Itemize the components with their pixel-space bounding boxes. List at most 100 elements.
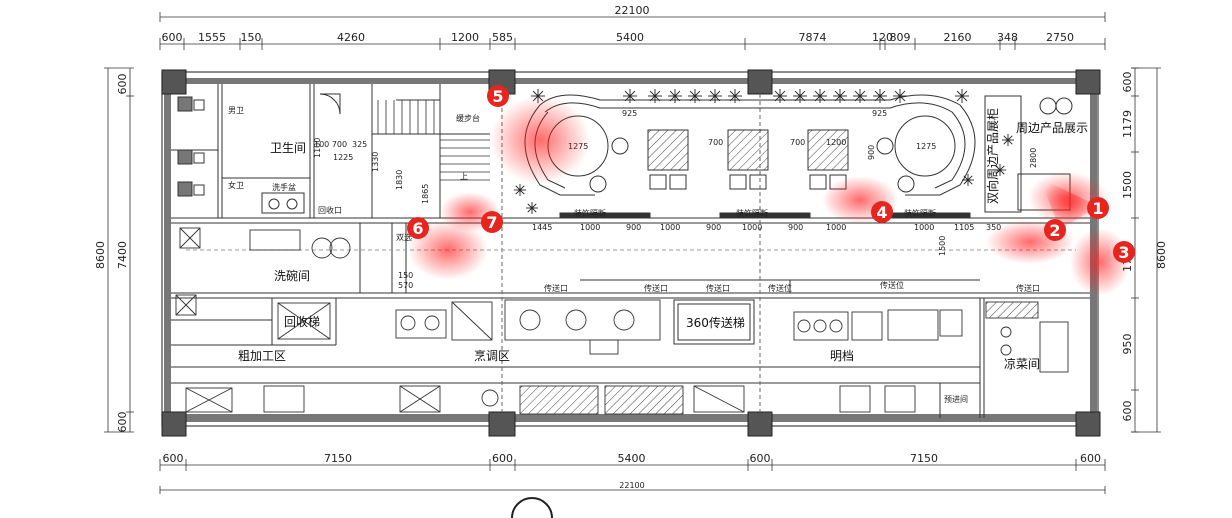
- plant-leaf: [779, 95, 786, 102]
- top-dimension-ticks: [159, 38, 1106, 50]
- plant-leaf: [779, 90, 786, 97]
- structural-columns: [161, 69, 1101, 437]
- plant-leaf: [814, 95, 821, 102]
- dim-1000-d: 1000: [826, 223, 846, 232]
- dim-1225: 1225: [333, 153, 353, 162]
- plant-leaf: [961, 95, 968, 102]
- marker-7: 7: [481, 211, 503, 233]
- label-washbasin: 洗手盆: [272, 182, 296, 192]
- plant-leaf: [734, 95, 741, 102]
- plant-leaf: [963, 175, 969, 181]
- plant-leaf: [899, 90, 906, 97]
- plant-leaf: [629, 90, 636, 97]
- plant-leaf: [834, 90, 841, 97]
- label-pass-position-2: 传送位: [880, 280, 904, 290]
- plant-leaf: [689, 90, 696, 97]
- right-segment-dim: 600: [1121, 72, 1134, 93]
- plant-leaf: [967, 175, 973, 181]
- top-total-dim: 22100: [615, 4, 650, 17]
- plant-leaf: [774, 95, 781, 102]
- plant-leaf: [819, 90, 826, 97]
- marker-3: 3: [1113, 241, 1135, 263]
- dim-1500: 1500: [938, 236, 947, 256]
- top-segment-dim: 1555: [198, 31, 226, 44]
- plant-leaf: [874, 95, 881, 102]
- marker-2-label: 2: [1049, 221, 1060, 240]
- planter-row: [514, 89, 1014, 214]
- marker-4: 4: [871, 201, 893, 223]
- kitchen-equipment: [175, 227, 1069, 415]
- right-dimension-ticks: [1131, 67, 1139, 433]
- dim-900-a: 900: [626, 223, 641, 232]
- restroom-fixtures: [177, 93, 341, 214]
- marker-6-label: 6: [412, 219, 423, 238]
- top-segment-dim: 348: [997, 31, 1018, 44]
- left-inner-dim: 7400: [116, 241, 129, 269]
- plant-leaf: [674, 95, 681, 102]
- label-pre-entry: 预进间: [944, 394, 968, 404]
- top-segment-dim: 809: [890, 31, 911, 44]
- plant-leaf: [654, 90, 661, 97]
- bottom-dimension-ticks: [159, 459, 1106, 471]
- plant-leaf: [537, 90, 544, 97]
- label-return-port: 回收口: [318, 205, 342, 215]
- plant-leaf: [649, 95, 656, 102]
- plant-leaf: [899, 95, 906, 102]
- plant-leaf: [694, 90, 701, 97]
- plant-leaf: [1003, 135, 1009, 141]
- right-segment-dim: 1179: [1121, 110, 1134, 138]
- plant-leaf: [519, 189, 525, 195]
- dim-700-a: 700: [708, 138, 723, 147]
- plant-leaf: [834, 95, 841, 102]
- plant-leaf: [799, 90, 806, 97]
- label-cold-dish: 凉菜间: [1004, 356, 1040, 371]
- marker-5: 5: [487, 85, 509, 107]
- top-segment-dim: 2160: [944, 31, 972, 44]
- marker-1: 1: [1087, 197, 1109, 219]
- label-deco-partition-2: 装饰隔断: [736, 208, 768, 218]
- drawing-title-marker: [511, 497, 553, 518]
- plant-leaf: [854, 95, 861, 102]
- label-restroom: 卫生间: [270, 141, 306, 155]
- plant-leaf: [515, 189, 521, 195]
- label-double-counter: 双选: [396, 232, 412, 242]
- plant-leaf: [669, 95, 676, 102]
- plant-leaf: [839, 95, 846, 102]
- plant-leaf: [629, 95, 636, 102]
- label-return-lift: 回收梯: [284, 315, 320, 329]
- dim-925-left: 925: [622, 109, 637, 118]
- plant-leaf: [1007, 135, 1013, 141]
- top-dimensions: [159, 12, 1106, 45]
- plant-leaf: [999, 169, 1005, 175]
- plant-leaf: [879, 95, 886, 102]
- label-stair-step: 缓步台: [456, 113, 480, 123]
- plant-leaf: [854, 90, 861, 97]
- label-lift-360: 360传送梯: [686, 315, 745, 330]
- plant-leaf: [624, 95, 631, 102]
- left-bottom-dim: 600: [116, 412, 129, 433]
- top-segment-dim: 7874: [799, 31, 827, 44]
- label-open-kitchen: 明档: [830, 349, 854, 363]
- dim-1830: 1830: [395, 170, 404, 190]
- dim-350: 350: [986, 223, 1001, 232]
- label-pass-window-3: 传送口: [706, 283, 730, 293]
- dim-1275-right: 1275: [916, 142, 936, 151]
- dim-1865: 1865: [421, 184, 430, 204]
- room-labels: 卫生间 男卫 女卫 洗手盆 洗碗间 回收梯 粗加工区 烹调区 360传送梯 明档…: [228, 106, 1088, 404]
- plant-leaf: [859, 95, 866, 102]
- plant-leaf: [995, 165, 1001, 171]
- plant-leaf: [654, 95, 661, 102]
- plant-leaf: [894, 95, 901, 102]
- marker-7-label: 7: [486, 213, 497, 232]
- bottom-segment-dim: 7150: [910, 452, 938, 465]
- bottom-segment-dim: 5400: [618, 452, 646, 465]
- plant-leaf: [674, 90, 681, 97]
- top-segment-dim: 150: [241, 31, 262, 44]
- plant-leaf: [874, 90, 881, 97]
- dim-1000-e: 1000: [914, 223, 934, 232]
- top-segment-dim: 600: [162, 31, 183, 44]
- plant-leaf: [879, 90, 886, 97]
- dim-2800: 2800: [1029, 148, 1038, 168]
- bottom-segment-dim: 600: [1080, 452, 1101, 465]
